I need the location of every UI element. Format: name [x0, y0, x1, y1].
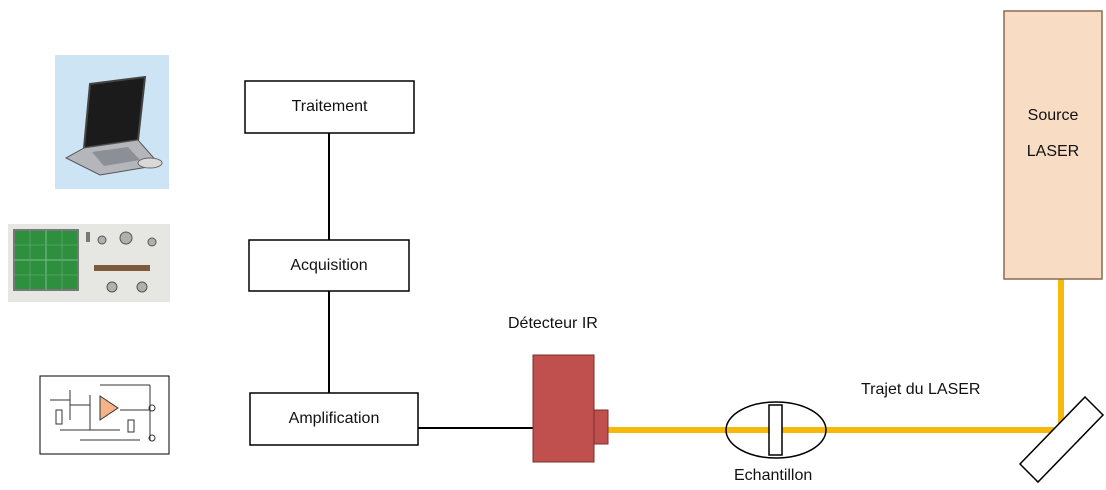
mirror — [1018, 395, 1105, 484]
amplification-box — [249, 392, 419, 446]
laptop-icon — [55, 55, 169, 189]
amplifier-circuit-icon — [39, 375, 170, 455]
acquisition-label: Acquisition — [290, 256, 368, 274]
sample-label: Echantillon — [734, 467, 813, 484]
amplification-label: Amplification — [288, 410, 380, 427]
laser-source-label-line1: Source — [1027, 107, 1079, 124]
detector-label: Détecteur IR — [508, 315, 598, 332]
acquisition-box — [248, 239, 410, 292]
ir-detector — [532, 354, 609, 463]
laser-beam — [608, 279, 1064, 433]
laser-path-label: Trajet du LASER — [861, 381, 981, 398]
oscilloscope-icon — [8, 224, 170, 302]
treatment-box — [244, 80, 415, 134]
sample-holder — [725, 401, 827, 459]
laser-source-box — [1003, 10, 1103, 280]
treatment-label: Traitement — [291, 98, 368, 115]
laser-source-label-line2: LASER — [1026, 143, 1080, 160]
